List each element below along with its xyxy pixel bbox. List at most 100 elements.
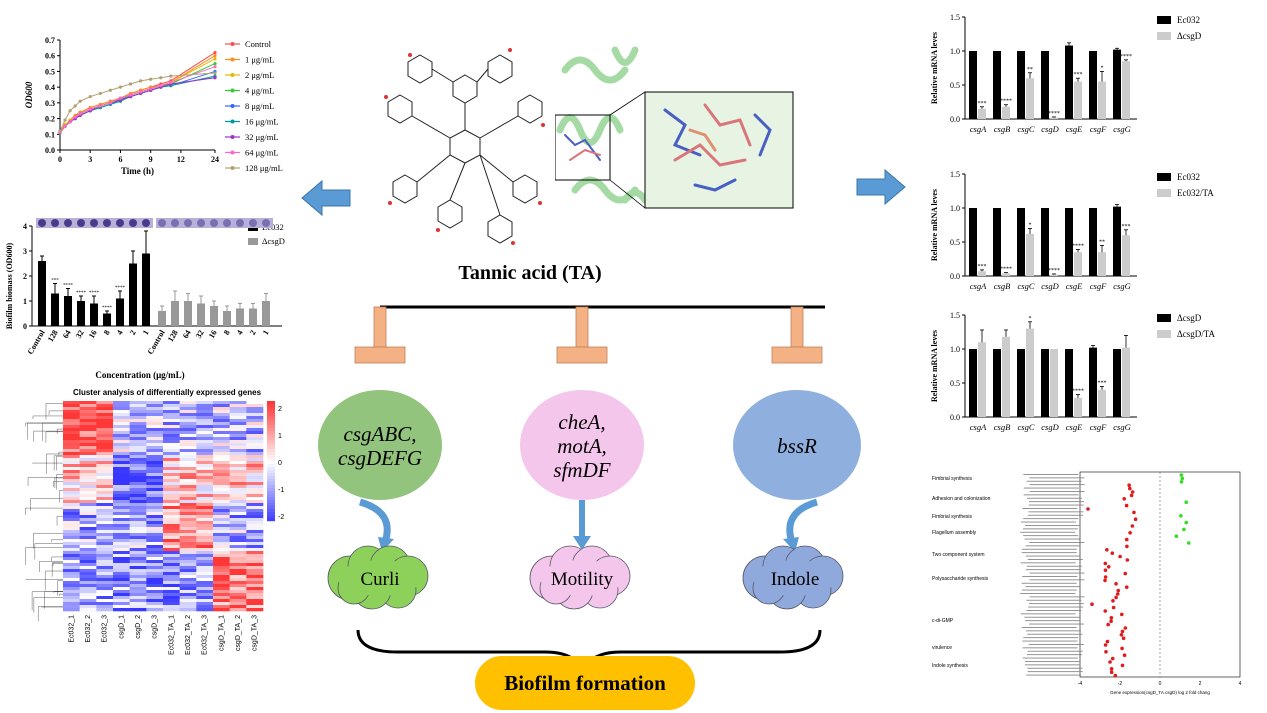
heatmap-cell xyxy=(63,461,80,465)
heatmap-cell xyxy=(246,536,264,540)
heatmap-cell xyxy=(63,449,80,453)
significance-label: **** xyxy=(1048,268,1060,274)
scale-cell xyxy=(267,461,275,465)
heatmap-cell xyxy=(246,446,264,450)
bar xyxy=(197,303,205,326)
scale-cell xyxy=(267,503,275,507)
heatmap-cell xyxy=(213,419,230,423)
heatmap-cell xyxy=(179,584,197,588)
heatmap-cell xyxy=(163,554,180,558)
category-label: csgF xyxy=(1090,281,1107,291)
heatmap-cell xyxy=(79,581,97,585)
heatmap-cell xyxy=(146,530,164,534)
heatmap-cell xyxy=(146,605,164,609)
bar xyxy=(1065,349,1073,417)
heatmap-cell xyxy=(179,545,197,549)
heatmap-cell xyxy=(129,599,147,603)
data-point xyxy=(108,101,112,105)
scale-cell xyxy=(267,416,275,420)
heatmap-cell xyxy=(163,608,180,612)
heatmap-cell xyxy=(129,509,147,513)
y-tick-label: 1.5 xyxy=(950,311,960,320)
heatmap-cell xyxy=(63,488,80,492)
heatmap-cell xyxy=(63,485,80,489)
gene-row-label xyxy=(1029,477,1085,479)
heatmap-cell xyxy=(229,590,247,594)
category-label: 32 xyxy=(194,329,206,340)
mechanism-diagram: csgABC,csgDEFGCurlicheA,motA,sfmDFMotili… xyxy=(318,305,861,710)
gene-label: sfmDF xyxy=(553,458,610,482)
heatmap-cell xyxy=(213,401,230,405)
scale-cell xyxy=(267,446,275,450)
scale-cell xyxy=(267,509,275,513)
heatmap-cell xyxy=(146,401,164,405)
heatmap-cell xyxy=(63,581,80,585)
bar xyxy=(64,296,72,326)
heatmap-cell xyxy=(63,590,80,594)
heatmap-cell xyxy=(213,569,230,573)
heatmap-cell xyxy=(229,539,247,543)
heatmap-cell xyxy=(146,572,164,576)
heatmap-cell xyxy=(179,587,197,591)
gene-label: csgABC, xyxy=(344,422,417,446)
heatmap-cell xyxy=(113,509,130,513)
heatmap-cell xyxy=(229,446,247,450)
heatmap-cell xyxy=(213,548,230,552)
heatmap-cell xyxy=(129,518,147,522)
series-line xyxy=(59,52,216,132)
heatmap-cell xyxy=(163,605,180,609)
heatmap-cell xyxy=(63,458,80,462)
gene-row-label xyxy=(1020,562,1076,564)
heatmap-cell xyxy=(129,422,147,426)
heatmap-cell xyxy=(129,578,147,582)
heatmap-cell xyxy=(129,575,147,579)
heatmap-cell xyxy=(229,455,247,459)
bar xyxy=(969,51,977,119)
data-point xyxy=(1119,612,1124,617)
heatmap-cell xyxy=(229,458,247,462)
heatmap-cell xyxy=(229,422,247,426)
heatmap-cell xyxy=(146,503,164,507)
scale-cell xyxy=(267,425,275,429)
heatmap-cell xyxy=(179,437,197,441)
data-point xyxy=(1174,534,1179,538)
heatmap-cell xyxy=(213,422,230,426)
category-label: 1 xyxy=(261,329,271,337)
heatmap-cell xyxy=(163,509,180,513)
heatmap-cell xyxy=(146,452,164,456)
heatmap-cell xyxy=(196,416,214,420)
heatmap-cell xyxy=(179,563,197,567)
heatmap-cell xyxy=(163,530,180,534)
well xyxy=(116,219,124,227)
heatmap-cell xyxy=(196,521,214,525)
heatmap-cell xyxy=(146,551,164,555)
heatmap-cell xyxy=(196,428,214,432)
data-point xyxy=(68,120,72,124)
data-point xyxy=(1103,578,1107,583)
heatmap-cell xyxy=(79,563,97,567)
category-label: c-di-GMP xyxy=(932,618,954,624)
heatmap-cell xyxy=(246,599,264,603)
heatmap-cell xyxy=(79,542,97,546)
heatmap-cell xyxy=(79,461,97,465)
heatmap-cell xyxy=(96,527,114,531)
heatmap-cell xyxy=(113,602,130,606)
heatmap-cell xyxy=(246,440,264,444)
heatmap-cell xyxy=(229,572,247,576)
heatmap-cell xyxy=(196,539,214,543)
heatmap-cell xyxy=(163,434,180,438)
gene-row-label xyxy=(1029,572,1085,574)
heatmap-cell xyxy=(63,545,80,549)
gene-row-label xyxy=(1028,644,1084,645)
heatmap-cell xyxy=(213,485,230,489)
heatmap-cell xyxy=(163,536,180,540)
heatmap-cell xyxy=(229,407,247,411)
heatmap-cell xyxy=(213,431,230,435)
heatmap-cell xyxy=(229,425,247,429)
heatmap-cell xyxy=(113,524,130,528)
scale-tick-label: 2 xyxy=(278,406,282,413)
heatmap-cell xyxy=(79,566,97,570)
gene-row-label xyxy=(1023,518,1079,520)
heatmap-cell xyxy=(79,446,97,450)
